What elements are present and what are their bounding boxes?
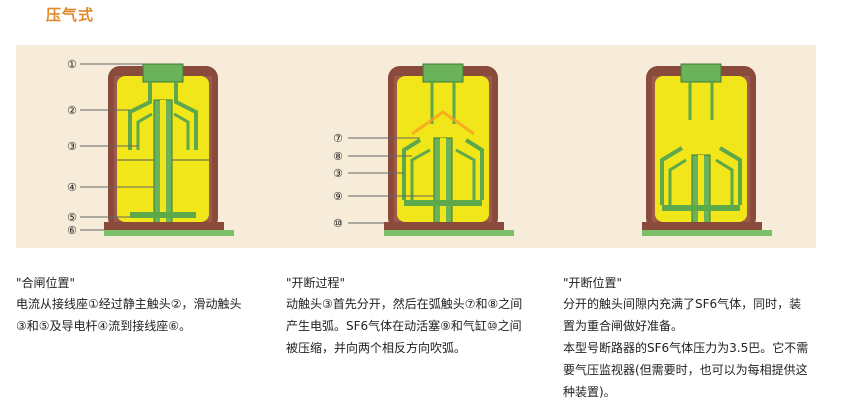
callout-6: ⑥ xyxy=(67,224,77,237)
desc-line: 种装置)。 xyxy=(563,385,616,399)
callout-3: ③ xyxy=(67,140,77,153)
callout-7: ⑦ xyxy=(333,132,343,145)
page-title: 压气式 xyxy=(46,6,95,24)
desc-line: 电流从接线座①经过静主触头②，滑动触头 xyxy=(16,297,242,311)
callout-1: ① xyxy=(67,58,77,71)
diagram-breaking-process: ⑦ ⑧ ③ ⑨ ⑩ xyxy=(333,63,514,236)
desc-line: 被压缩，并向两个相反方向吹弧。 xyxy=(286,341,467,355)
desc-line: ③和⑤及导电杆④流到接线座⑥。 xyxy=(16,319,192,333)
callout-3b: ③ xyxy=(333,167,343,180)
desc-line: 产生电弧。SF6气体在动活塞⑨和气缸⑩之间 xyxy=(286,319,522,333)
description-closed-position: 电流从接线座①经过静主触头②，滑动触头 ③和⑤及导电杆④流到接线座⑥。 xyxy=(16,293,266,337)
callout-4: ④ xyxy=(67,181,77,194)
diagram-open-position xyxy=(642,63,772,236)
callout-5: ⑤ xyxy=(67,211,77,224)
callout-8: ⑧ xyxy=(333,150,343,163)
callout-10: ⑩ xyxy=(333,217,343,230)
description-open-position: 分开的触头间隙内充满了SF6气体，同时，装 置为重合闸做好准备。 本型号断路器的… xyxy=(563,293,833,403)
desc-line: 置为重合闸做好准备。 xyxy=(563,319,684,333)
caption-closed-position: "合闸位置" xyxy=(16,276,76,290)
desc-line: 分开的触头间隙内充满了SF6气体，同时，装 xyxy=(563,297,802,311)
desc-line: 要气压监视器(但需要时，也可以为每相提供这 xyxy=(563,363,808,377)
desc-line: 动触头③首先分开，然后在弧触头⑦和⑧之间 xyxy=(286,297,523,311)
diagram-closed-position: ① ② ③ ④ ⑤ ⑥ xyxy=(67,58,234,237)
callout-9: ⑨ xyxy=(333,190,343,203)
caption-open-position: "开断位置" xyxy=(563,276,623,290)
caption-breaking-process: "开断过程" xyxy=(286,276,346,290)
callout-2: ② xyxy=(67,104,77,117)
desc-line: 本型号断路器的SF6气体压力为3.5巴。它不需 xyxy=(563,341,809,355)
description-breaking-process: 动触头③首先分开，然后在弧触头⑦和⑧之间 产生电弧。SF6气体在动活塞⑨和气缸⑩… xyxy=(286,293,546,359)
breaker-diagrams: ① ② ③ ④ ⑤ ⑥ ⑦ ⑧ ③ ⑨ ⑩ xyxy=(67,58,772,237)
